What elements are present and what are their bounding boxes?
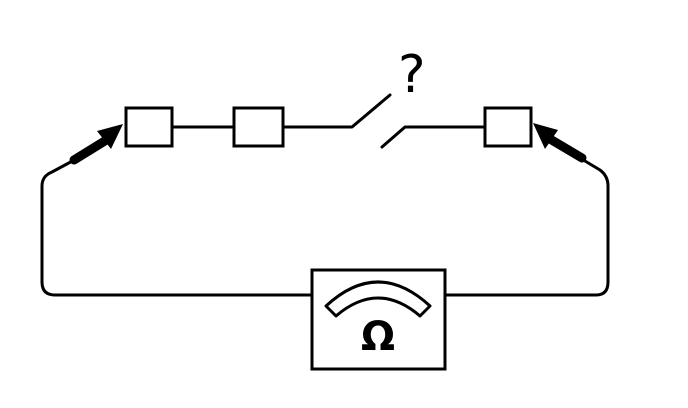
- ohm-symbol: Ω: [361, 314, 395, 360]
- test-lead-left-wire: [40, 156, 314, 297]
- ohmmeter: Ω: [310, 268, 447, 371]
- component-box-2: [232, 106, 285, 148]
- unknown-question-mark: ?: [398, 45, 426, 105]
- switch-blade-left: [281, 93, 392, 129]
- component-box-3: [483, 106, 533, 148]
- probe-left-arrow: [69, 124, 123, 165]
- component-box-1: [124, 106, 174, 148]
- switch-blade-right: [380, 125, 487, 149]
- probe-right-arrow: [533, 123, 587, 163]
- test-lead-right-wire: [443, 156, 610, 297]
- ohmmeter-scale-arc: [324, 280, 432, 318]
